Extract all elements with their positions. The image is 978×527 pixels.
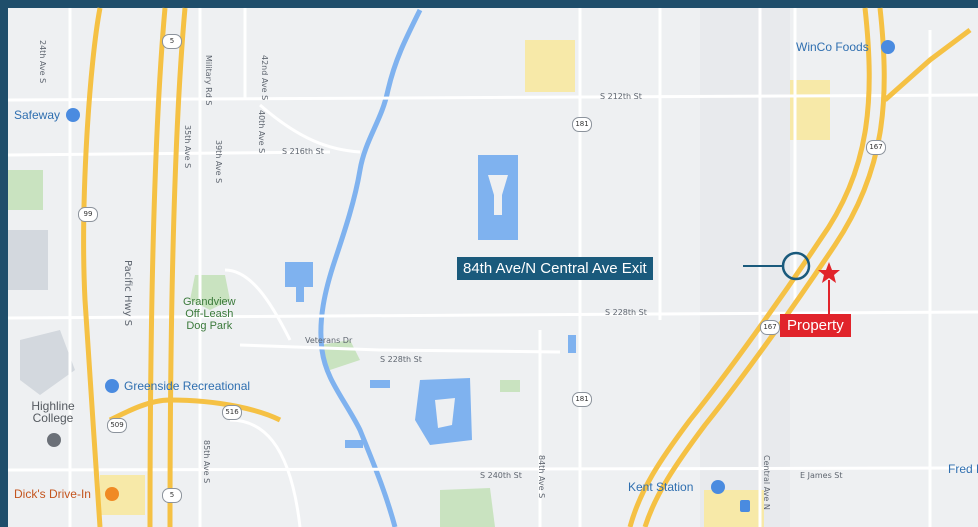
i5-northbound <box>167 7 188 527</box>
park-label-grandview[interactable]: Grandview Off-Leash Dog Park <box>183 296 236 332</box>
restaurant-icon <box>105 487 119 501</box>
i5-shield: 5 <box>162 488 182 503</box>
sr181-shield: 181 <box>572 392 592 407</box>
place-label-fred-meyer[interactable]: Fred M <box>948 462 978 476</box>
park-area <box>8 170 43 210</box>
reservoir-divider <box>488 175 508 215</box>
i5-shield: 5 <box>162 34 182 49</box>
commercial-area <box>704 490 764 527</box>
sr167-shield: 167 <box>760 320 780 335</box>
exit-marker <box>781 251 811 281</box>
park-area <box>440 488 495 527</box>
school-pin-icon <box>47 433 61 447</box>
street-label: 42nd Ave S <box>260 55 269 101</box>
sr181-shield: 181 <box>572 117 592 132</box>
park-area <box>500 380 520 392</box>
place-label-winco[interactable]: WinCo Foods <box>796 40 869 54</box>
street-label: 24th Ave S <box>38 40 47 84</box>
street-label: 35th Ave S <box>183 125 192 169</box>
park-label-line: Grandview <box>183 296 236 308</box>
park-label-line: Off-Leash <box>185 308 234 321</box>
star-icon <box>818 262 840 283</box>
street-label: 85th Ave S <box>202 440 211 484</box>
lake-island <box>435 398 455 428</box>
street-label: S 228th St <box>380 355 422 364</box>
commercial-area <box>790 80 830 140</box>
street-label: Pacific Hwy S <box>122 260 133 327</box>
place-label-dicks[interactable]: Dick's Drive-In <box>14 487 91 501</box>
urban-block <box>8 230 48 290</box>
street-label: 40th Ave S <box>257 110 266 154</box>
pond <box>568 335 576 353</box>
street-label: Veterans Dr <box>305 336 353 345</box>
pond <box>345 440 363 448</box>
shopping-cart-icon <box>881 40 895 54</box>
sr167-b <box>642 7 887 527</box>
exit-callout: 84th Ave/N Central Ave Exit <box>457 257 653 280</box>
street-label: S 228th St <box>605 308 647 317</box>
commercial-area <box>525 40 575 92</box>
campus-area <box>20 330 75 395</box>
green-river <box>318 8 423 527</box>
sr167-shield: 167 <box>866 140 886 155</box>
place-label-safeway[interactable]: Safeway <box>14 108 61 122</box>
industrial-area <box>700 8 790 527</box>
sr99 <box>81 7 103 527</box>
recreation-pin-icon <box>105 379 119 393</box>
ramp <box>883 28 972 102</box>
sr509 <box>108 397 171 423</box>
pond <box>370 380 390 388</box>
train-station-icon <box>740 500 750 512</box>
park-label-line: Dog Park <box>186 320 233 333</box>
i5-southbound <box>147 7 168 527</box>
street-label: Central Ave N <box>762 455 771 510</box>
pond <box>296 282 304 302</box>
street-label: S 212th St <box>600 92 642 101</box>
street-label: Military Rd S <box>204 55 213 106</box>
street-label: 84th Ave S <box>537 455 546 499</box>
place-label-greenside[interactable]: Greenside Recreational <box>124 379 251 393</box>
sr516-shield: 516 <box>222 405 242 420</box>
train-station-icon <box>711 480 725 494</box>
street-label: E James St <box>800 471 843 480</box>
shopping-cart-icon <box>66 108 80 122</box>
street-label: S 240th St <box>480 471 522 480</box>
sr509-shield: 509 <box>107 418 127 433</box>
street-label: 39th Ave S <box>214 140 223 184</box>
street-label: S 216th St <box>282 147 324 156</box>
property-callout: Property <box>780 314 851 337</box>
place-label-kent-station[interactable]: Kent Station <box>628 480 694 494</box>
sr99-shield: 99 <box>78 207 98 222</box>
place-label-highline[interactable]: Highline College <box>31 399 75 425</box>
sr167-a <box>627 7 872 527</box>
